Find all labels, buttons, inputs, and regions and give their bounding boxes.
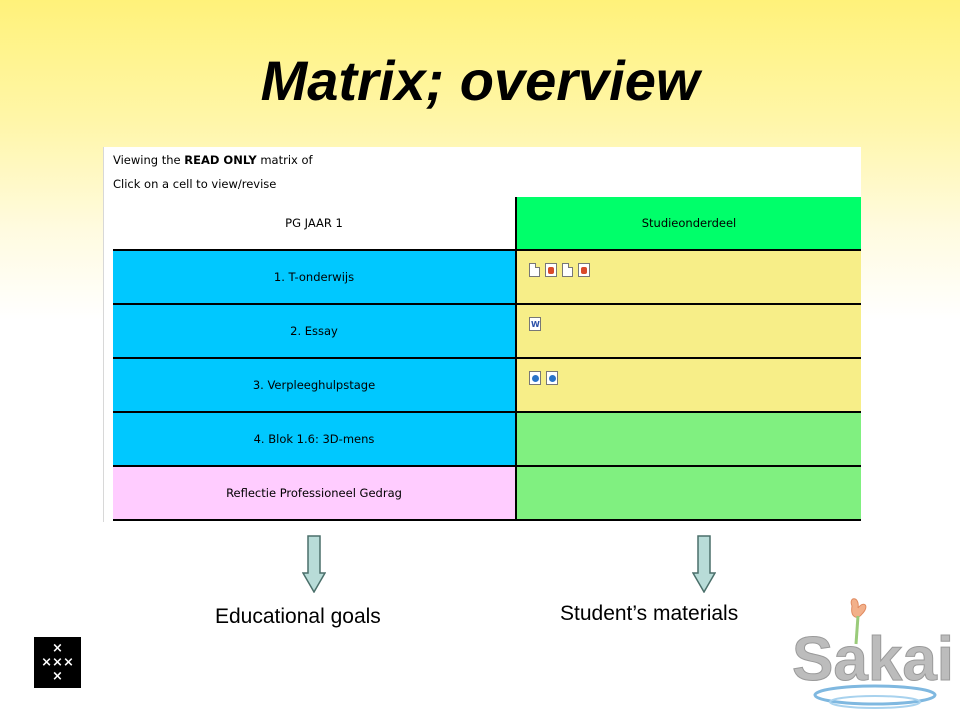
matrix-row: 2. Essay <box>113 304 861 359</box>
materials-cell[interactable] <box>516 304 861 359</box>
svg-text:Sakai: Sakai <box>792 625 954 694</box>
goal-cell[interactable]: Reflectie Professioneel Gedrag <box>113 466 517 521</box>
document-icon[interactable] <box>562 263 573 277</box>
web-document-icon[interactable] <box>546 371 558 385</box>
pdf-icon[interactable] <box>545 263 557 277</box>
viewing-read-only: READ ONLY <box>184 153 257 167</box>
matrix-row: 3. Verpleeghulpstage <box>113 358 861 413</box>
document-icon[interactable] <box>529 263 540 277</box>
students-materials-label: Student’s materials <box>560 602 739 625</box>
materials-cell[interactable] <box>516 412 861 467</box>
viewing-caption: Viewing the READ ONLY matrix of <box>113 153 313 167</box>
matrix-panel: Viewing the READ ONLY matrix of Click on… <box>103 147 861 522</box>
matrix-row: Reflectie Professioneel Gedrag <box>113 466 861 521</box>
matrix-header-row: PG JAAR 1 Studieonderdeel <box>113 197 861 251</box>
matrix-row: 1. T-onderwijs <box>113 250 861 305</box>
goal-cell[interactable]: 1. T-onderwijs <box>113 250 517 305</box>
instruction-caption: Click on a cell to view/revise <box>113 177 277 191</box>
header-goals: PG JAAR 1 <box>113 197 517 251</box>
slide-title: Matrix; overview <box>260 49 700 112</box>
word-document-icon[interactable] <box>529 317 541 331</box>
down-arrow-icon <box>302 535 326 593</box>
goal-cell[interactable]: 4. Blok 1.6: 3D-mens <box>113 412 517 467</box>
materials-cell[interactable] <box>516 466 861 521</box>
uva-logo: ×⨯⨯⨯× <box>34 637 81 688</box>
viewing-prefix: Viewing the <box>113 153 185 167</box>
materials-cell[interactable] <box>516 358 861 413</box>
educational-goals-label: Educational goals <box>215 605 381 628</box>
sakai-logo: Sakai <box>792 598 955 709</box>
header-materials: Studieonderdeel <box>516 197 861 251</box>
web-document-icon[interactable] <box>529 371 541 385</box>
matrix-table: PG JAAR 1 Studieonderdeel 1. T-onderwijs… <box>113 197 861 521</box>
goal-cell[interactable]: 2. Essay <box>113 304 517 359</box>
pdf-icon[interactable] <box>578 263 590 277</box>
matrix-row: 4. Blok 1.6: 3D-mens <box>113 412 861 467</box>
viewing-suffix: matrix of <box>256 153 313 167</box>
materials-cell[interactable] <box>516 250 861 305</box>
down-arrow-icon <box>692 535 716 593</box>
goal-cell[interactable]: 3. Verpleeghulpstage <box>113 358 517 413</box>
